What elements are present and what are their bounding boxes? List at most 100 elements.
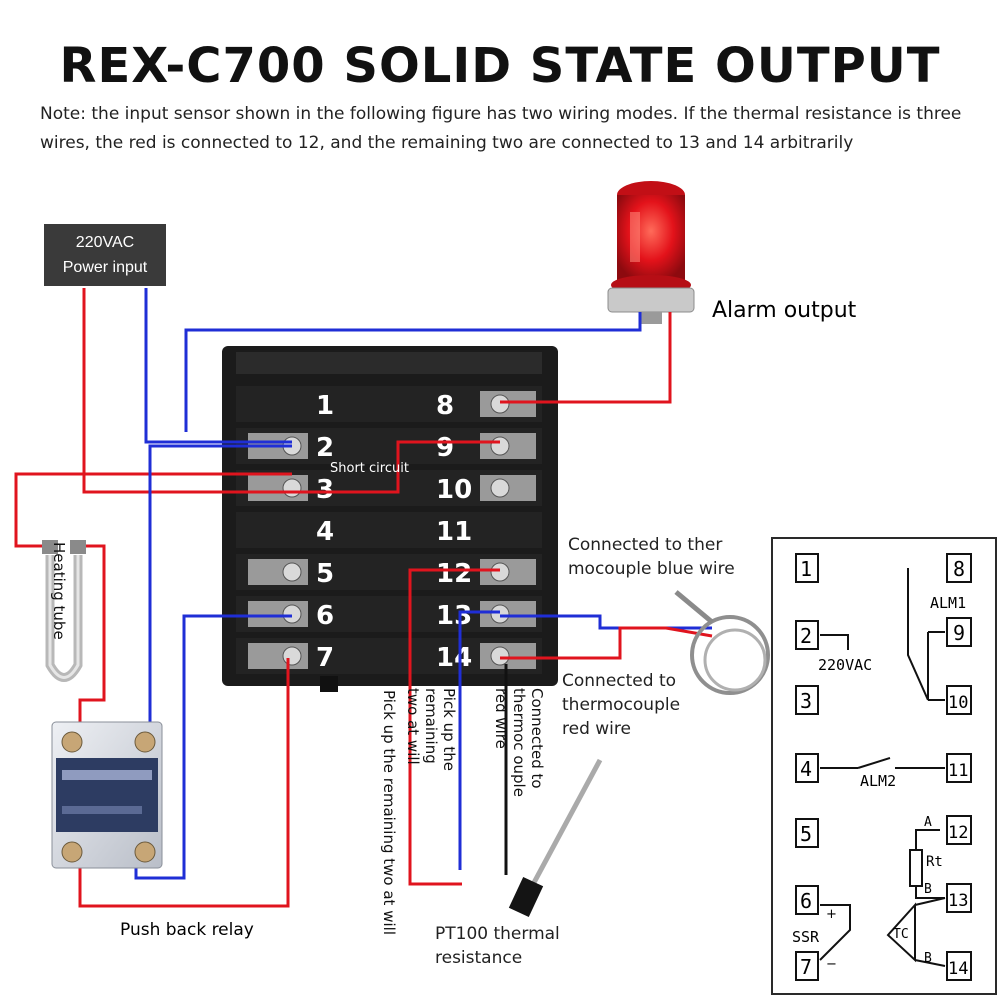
wire <box>458 610 500 870</box>
schematic-b1: B <box>924 882 932 897</box>
terminal-number-right: 11 <box>436 517 472 547</box>
schematic-terminal-number: 6 <box>800 889 812 913</box>
schematic-alm2: ALM2 <box>860 772 896 790</box>
terminal-rows: 1 8 2 9 3 10 4 11 5 12 6 13 7 14 <box>236 386 542 674</box>
schematic-terminal-number: 3 <box>800 689 812 713</box>
wire <box>148 444 292 732</box>
terminal-number-left: 4 <box>316 517 334 547</box>
screw-head <box>282 646 302 666</box>
schematic-terminal-number: 10 <box>948 693 968 713</box>
schematic-tc: TC <box>893 927 909 942</box>
schematic-terminal-number: 12 <box>948 823 968 843</box>
screw-head <box>282 562 302 582</box>
wire <box>134 614 292 880</box>
tc-red-wire-label: Connected to thermocouple red wire <box>562 671 681 739</box>
page-title: REX-C700 SOLID STATE OUTPUT <box>59 38 941 94</box>
screw-head <box>282 478 302 498</box>
schematic-terminal-right <box>946 685 972 715</box>
schematic-terminal-left <box>795 818 819 848</box>
schematic-minus: − <box>826 957 837 972</box>
wire <box>292 440 500 494</box>
wire <box>408 568 500 886</box>
schematic-terminal-number: 4 <box>800 757 812 781</box>
screw-head <box>490 478 510 498</box>
screw-head <box>490 604 510 624</box>
schematic-plus: + <box>826 907 837 922</box>
terminal-number-left: 2 <box>316 433 334 463</box>
terminal-number-left: 6 <box>316 601 334 631</box>
remaining-two-short-label: Pick up the remaining two at will <box>404 688 458 771</box>
schematic-terminal-right <box>946 617 972 647</box>
schematic-a: A <box>924 815 932 830</box>
power-voltage: 220VAC <box>75 234 135 251</box>
alarm-output-label: Alarm output <box>712 298 857 323</box>
terminal-number-right: 8 <box>436 391 454 421</box>
power-label: Power input <box>62 259 148 276</box>
wiring-note: Note: the input sensor shown in the foll… <box>40 104 962 153</box>
schematic-terminal-number: 11 <box>948 761 968 781</box>
terminal-row <box>236 512 542 548</box>
terminal-number-left: 1 <box>316 391 334 421</box>
solid-state-relay-icon <box>51 721 163 869</box>
screw-head <box>490 646 510 666</box>
power-input-box: 220VAC Power input <box>44 224 166 286</box>
schematic-b2: B <box>924 951 932 966</box>
terminal-number-right: 13 <box>436 601 472 631</box>
schematic-220vac: 220VAC <box>818 656 872 674</box>
wire <box>500 626 713 660</box>
schematic-rt: Rt <box>926 854 943 870</box>
schematic-terminal-number: 2 <box>800 624 812 648</box>
schematic-terminal-number: 5 <box>800 822 812 846</box>
terminal-number-right: 14 <box>436 643 472 673</box>
schematic-terminal-number: 9 <box>953 621 965 645</box>
terminal-number-right: 10 <box>436 475 472 505</box>
pt100-probe-icon <box>508 758 603 918</box>
screw-head <box>490 394 510 414</box>
wires <box>14 288 713 908</box>
schematic-terminal-right <box>946 883 972 913</box>
pt100-label: PT100 thermal resistance <box>435 924 560 968</box>
tc-red-vertical-label: Connected to thermoc ouple red wire <box>492 688 546 797</box>
remaining-two-long-label: Pick up the remaining two at will <box>380 690 398 935</box>
schematic-alm1: ALM1 <box>930 594 966 612</box>
schematic-terminal-number: 14 <box>948 959 968 979</box>
tc-blue-wire-label: Connected to ther mocouple blue wire <box>568 535 735 579</box>
schematic-terminal-left <box>795 685 819 715</box>
schematic-terminal-number: 1 <box>800 557 812 581</box>
schematic-terminal-left <box>795 553 819 583</box>
wire <box>78 544 106 732</box>
wire <box>500 312 672 404</box>
terminal-number-left: 7 <box>316 643 334 673</box>
schematic-terminal-right <box>946 753 972 783</box>
wire <box>82 288 292 494</box>
terminal-number-left: 3 <box>316 475 334 505</box>
screw-head <box>490 436 510 456</box>
schematic-terminal-left <box>795 753 819 783</box>
push-back-relay-label: Push back relay <box>120 920 254 940</box>
wire <box>144 288 292 444</box>
terminal-number-right: 12 <box>436 559 472 589</box>
schematic-ssr: SSR <box>792 928 820 946</box>
terminal-number-left: 5 <box>316 559 334 589</box>
screw-head <box>490 562 510 582</box>
short-circuit-label: Short circuit <box>330 461 409 476</box>
terminal-number-right: 9 <box>436 433 454 463</box>
schematic-terminal-left <box>795 951 819 981</box>
heating-tube-label: Heating tube <box>50 542 68 640</box>
schematic-terminal-right <box>946 553 972 583</box>
schematic-terminal-right <box>946 951 972 981</box>
screw-head <box>282 604 302 624</box>
thermocouple-coil-icon <box>674 590 770 695</box>
schematic-terminal-number: 7 <box>800 955 812 979</box>
schematic-terminal-number: 8 <box>953 557 965 581</box>
schematic-terminal-right <box>946 815 972 845</box>
heating-tube-icon <box>42 540 86 682</box>
schematic-terminal-left <box>795 885 819 915</box>
wire <box>78 658 290 908</box>
alarm-lamp-icon <box>607 181 695 324</box>
schematic-terminal-number: 13 <box>948 891 968 911</box>
schematic-lines <box>819 568 946 967</box>
schematic-terminal-left <box>795 620 819 650</box>
